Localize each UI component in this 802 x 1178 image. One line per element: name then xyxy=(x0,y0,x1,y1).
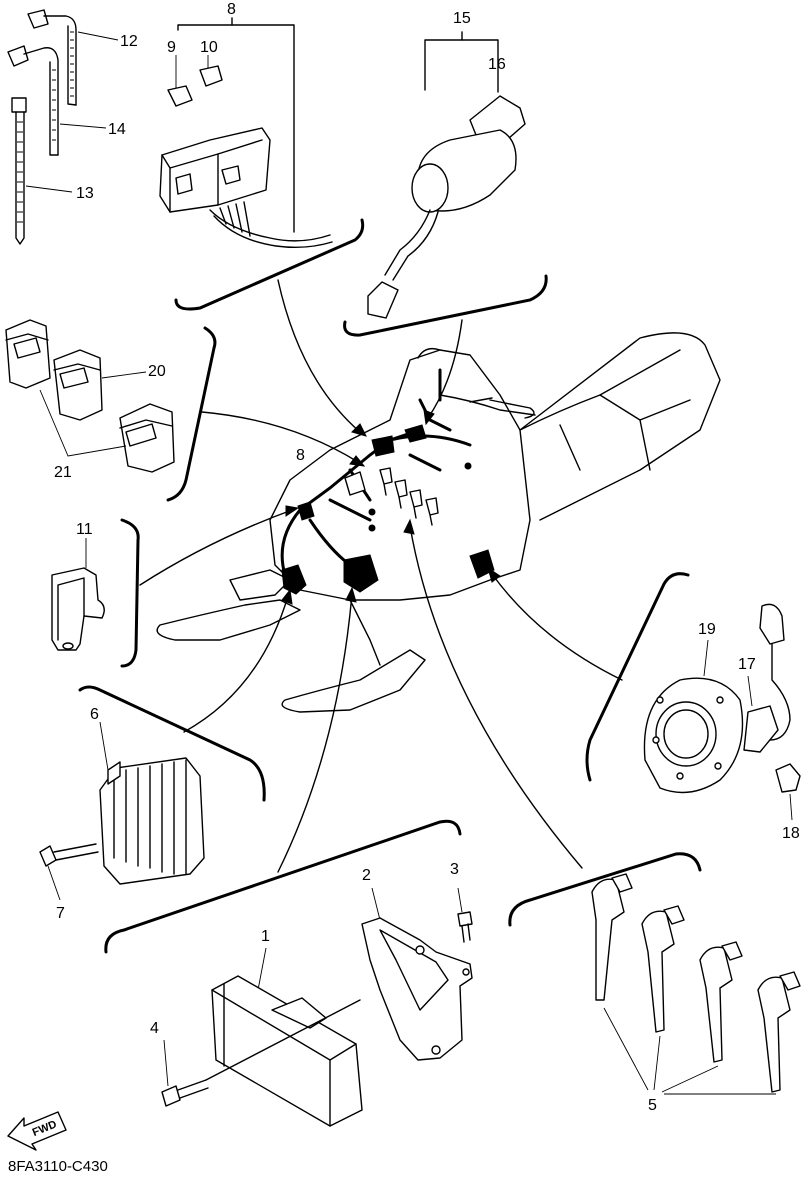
callout-21: 21 xyxy=(54,464,72,481)
group-bracket-8 xyxy=(174,218,365,311)
rectifier-regulator-6 xyxy=(39,721,205,901)
snowmobile-body xyxy=(156,332,721,713)
band-14 xyxy=(7,45,59,156)
callout-7: 7 xyxy=(56,905,65,922)
callout-8-mid: 8 xyxy=(296,447,305,464)
group-bracket-15 xyxy=(343,274,548,337)
arrow-leaders xyxy=(139,279,623,873)
bracket-2-bolt-3 xyxy=(361,887,473,1061)
callout-17: 17 xyxy=(738,656,756,673)
group-bracket-20 xyxy=(166,326,217,502)
callout-18: 18 xyxy=(782,825,800,842)
callout-13: 13 xyxy=(76,185,94,202)
callout-10: 10 xyxy=(200,39,218,56)
callout-16: 16 xyxy=(488,56,506,73)
ecu-1 xyxy=(161,947,363,1127)
callout-15: 15 xyxy=(453,10,471,27)
callout-6: 6 xyxy=(90,706,99,723)
callout-20: 20 xyxy=(148,363,166,380)
leader-lines xyxy=(25,31,119,193)
callout-19: 19 xyxy=(698,621,716,638)
plug-caps-5 xyxy=(591,873,801,1095)
group-bracket-19 xyxy=(585,572,690,782)
fuse-box-8 xyxy=(159,17,333,249)
group-bracket-1 xyxy=(104,819,462,954)
wire-harness xyxy=(280,368,495,595)
group-bracket-5 xyxy=(508,852,702,927)
sensor-17-19 xyxy=(643,603,801,821)
diagram-code: 8FA3110-C430 xyxy=(8,1158,108,1175)
callout-14: 14 xyxy=(108,121,126,138)
callout-12: 12 xyxy=(120,33,138,50)
callout-2: 2 xyxy=(362,867,371,884)
relays-20-21 xyxy=(5,319,175,473)
bracket-11 xyxy=(51,538,105,651)
group-bracket-6 xyxy=(78,685,266,802)
callout-9: 9 xyxy=(167,39,176,56)
callout-1: 1 xyxy=(261,928,270,945)
cable-tie-13 xyxy=(11,97,27,245)
callout-11: 11 xyxy=(76,521,93,538)
callout-4: 4 xyxy=(150,1020,159,1037)
callout-3: 3 xyxy=(450,861,459,878)
callout-8-top: 8 xyxy=(227,1,236,18)
main-switch-15 xyxy=(367,31,526,319)
band-12 xyxy=(27,9,77,106)
fwd-arrow-icon xyxy=(7,1111,67,1151)
group-bracket-11 xyxy=(120,518,140,668)
callout-5: 5 xyxy=(648,1097,657,1114)
